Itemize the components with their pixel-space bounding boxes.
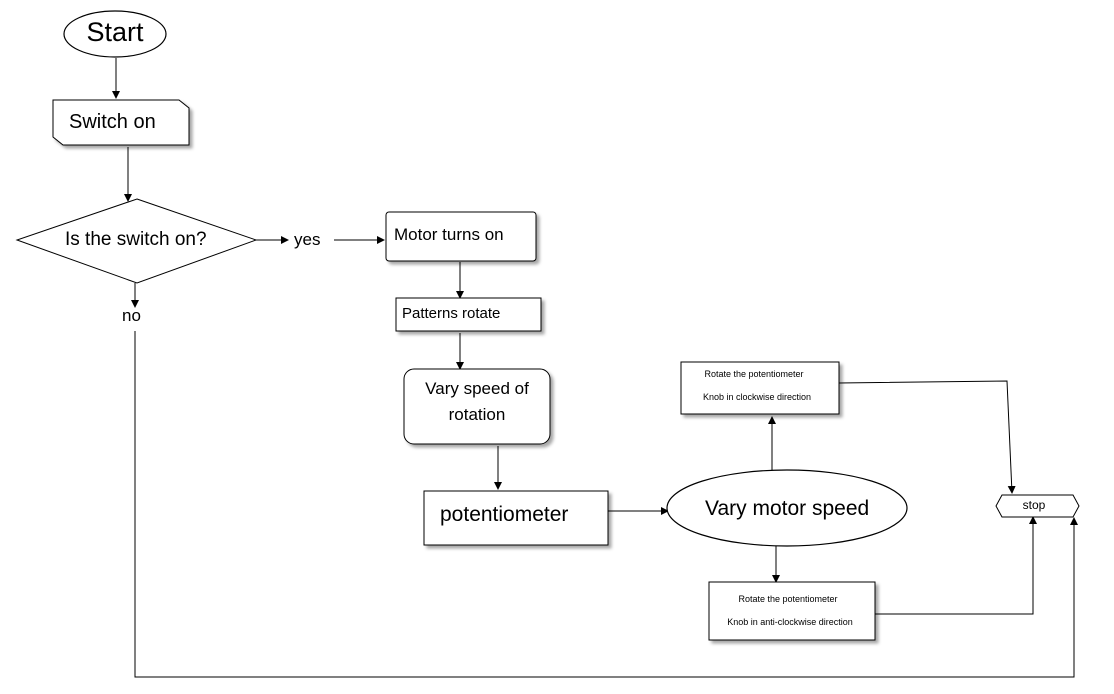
patterns-rotate-label: Patterns rotate	[402, 305, 501, 322]
yes-label: yes	[294, 230, 321, 249]
switch-on-box	[52, 99, 190, 146]
clockwise-line2: Knob in clockwise direction	[702, 392, 812, 402]
vary-speed-line1: Vary speed of	[425, 379, 529, 398]
patterns-rotate-box	[395, 297, 542, 332]
decision-diamond	[15, 198, 258, 284]
anticlockwise-line1: Rotate the potentiometer	[738, 594, 838, 604]
potentiometer-label: potentiometer	[440, 503, 569, 526]
vary-motor-speed-ellipse	[666, 469, 908, 547]
vary-motor-speed-label: Vary motor speed	[705, 497, 870, 520]
arrow-acw-to-stop	[875, 516, 1037, 615]
potentiometer-box	[423, 490, 609, 546]
stop-hexagon	[995, 494, 1080, 518]
motor-turns-on-label: Motor turns on	[394, 225, 504, 244]
switch-on-label: Switch on	[69, 111, 156, 133]
start-terminal	[63, 10, 167, 58]
stop-label: stop	[1022, 498, 1046, 512]
motor-turns-on-box	[385, 211, 537, 262]
clockwise-line1: Rotate the potentiometer	[704, 369, 804, 379]
vary-speed-line2: rotation	[448, 405, 506, 424]
arrow-cw-to-stop	[838, 380, 1016, 494]
connectors	[112, 58, 1078, 678]
no-label: no	[122, 306, 141, 325]
decision-label: Is the switch on?	[65, 229, 207, 250]
clockwise-box	[680, 361, 840, 415]
start-label: Start	[86, 17, 144, 47]
anticlockwise-box	[708, 581, 876, 641]
anticlockwise-line2: Knob in anti-clockwise direction	[727, 617, 853, 627]
vary-speed-box	[403, 368, 551, 445]
arrow-no-to-stop	[134, 331, 1078, 678]
